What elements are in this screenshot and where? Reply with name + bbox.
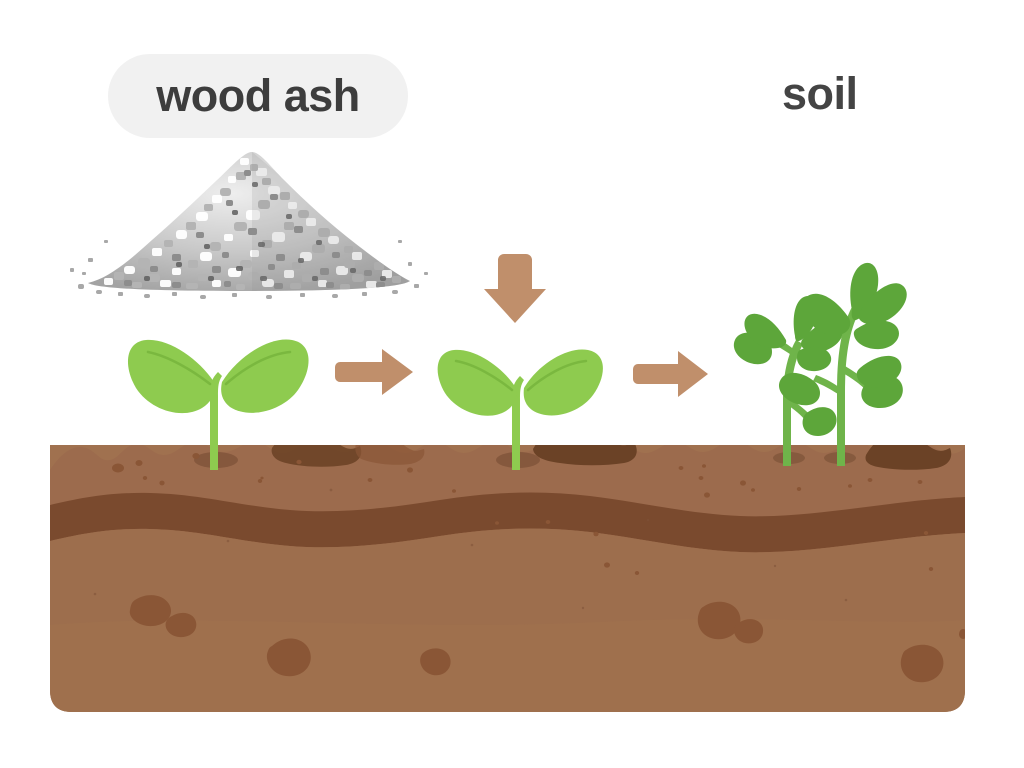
plant-stage-3-small [733,295,843,466]
stem-2 [512,376,524,470]
leaf-3a-left [733,332,772,365]
seedling-stage-1 [127,339,309,470]
arrow-right-2-icon [633,351,708,397]
leaf-1-right [221,339,309,413]
stem-shadow-4 [824,452,856,464]
leaf-3a-mid-left [744,313,787,349]
branch-3a-left [767,335,797,356]
leaf-3a-right-lower [797,346,832,372]
soil-mound-right [865,445,952,470]
soil-topsoil-surface [50,445,965,560]
soil-mound-center [533,445,637,466]
seedling-stage-2 [437,349,603,470]
stem-3b [837,300,863,466]
stem-3a [783,340,803,466]
leaf-3a-lower-right [802,407,837,436]
leaf-3b-top-left [850,262,879,321]
leaf-2-right-vein [526,359,588,392]
leaf-2-left [437,349,517,416]
branch-3b-mid-right [841,366,872,391]
soil-pebbles [112,453,965,639]
soil-body [50,445,965,712]
wood-ash-label-pill: wood ash [108,54,408,138]
arrow-right-1-icon [335,349,413,395]
branch-3b-lower-left [813,375,845,396]
leaf-3b-upper-left [802,293,851,336]
wood-ash-label-text: wood ash [156,70,360,121]
wood-ash-pile [70,152,428,299]
leaf-2-left-vein [454,359,514,392]
soil-clump-left-edge [355,445,425,465]
branch-3a-lower [786,398,813,423]
stem-1 [210,372,222,470]
stem-2-fork-left [492,374,518,400]
ash-granules [104,152,410,291]
plant-stage-3-large [778,262,907,466]
leaf-3a-top [793,295,818,342]
leaf-3b-upper-right [853,320,899,350]
soil-label-text: soil [782,68,858,119]
leaf-3b-top-right [858,283,907,325]
leaf-1-left-vein [146,350,212,386]
leaf-3b-mid-right [861,375,903,408]
leaf-3b-lower-left [778,372,820,406]
stem-shadow-2 [496,452,540,468]
soil-mound-left [271,445,362,467]
leaf-3b-mid-right-upper [856,355,902,388]
stem-1-fork-left [190,368,216,398]
leaf-1-left [127,339,215,414]
soil-lower-shading [50,619,965,712]
arrow-down-icon [484,254,546,323]
stem-shadow-3 [773,452,805,464]
leaf-1-right-vein [224,350,292,386]
leaf-3a-right-upper [801,321,843,353]
ash-scatter [70,240,428,299]
leaf-2-right [523,349,603,416]
soil-organic-band [50,492,965,553]
soil-subsoil [50,528,965,712]
soil-stones [129,595,944,683]
stem-shadow-1 [194,452,238,468]
soil-micro-specks [93,488,848,610]
